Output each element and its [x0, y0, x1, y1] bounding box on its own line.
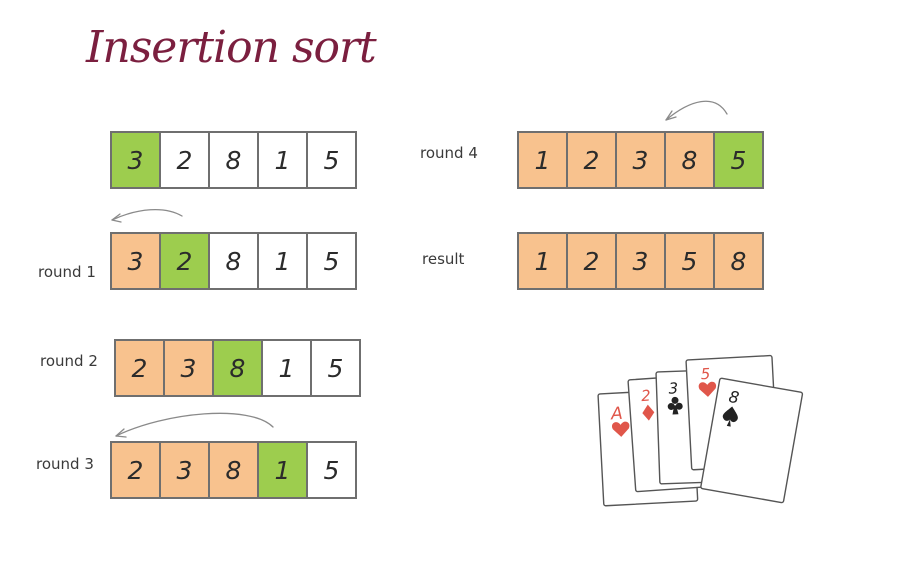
spade-icon	[722, 406, 738, 427]
array-cell: 2	[568, 133, 617, 187]
array-cell: 5	[308, 443, 357, 497]
diamond-icon	[642, 404, 655, 421]
array-cell: 3	[112, 234, 161, 288]
card-rank: A	[610, 404, 624, 425]
array-cell: 1	[259, 133, 308, 187]
array-cell: 1	[519, 234, 568, 288]
card-rank: 2	[641, 386, 652, 405]
page-title: Insertion sort	[86, 22, 377, 73]
array-cell: 8	[214, 341, 263, 395]
array-cell: 2	[161, 234, 210, 288]
array-cell: 2	[161, 133, 210, 187]
arrow-head	[111, 213, 122, 223]
array-cell: 5	[715, 133, 764, 187]
array-cell: 2	[112, 443, 161, 497]
card-rank: 8	[727, 387, 740, 407]
array-cell: 3	[617, 234, 666, 288]
array-cell: 8	[210, 234, 259, 288]
array-cell: 3	[161, 443, 210, 497]
arrow-round-4	[665, 100, 728, 121]
round-label: round 3	[36, 455, 94, 473]
array-cell: 1	[259, 234, 308, 288]
round-label: round 4	[420, 144, 478, 162]
array-cell: 1	[263, 341, 312, 395]
array-cell: 5	[308, 234, 357, 288]
arrow-round-3	[115, 412, 274, 437]
array-cell: 5	[308, 133, 357, 187]
array-row-round-2: 2 3 8 1 5	[114, 339, 361, 397]
array-cell: 5	[666, 234, 715, 288]
array-cell: 3	[617, 133, 666, 187]
arrow-head	[665, 110, 677, 121]
array-cell: 2	[116, 341, 165, 395]
array-cell: 8	[210, 443, 259, 497]
round-label: round 1	[38, 263, 96, 281]
array-cell: 1	[259, 443, 308, 497]
heart-icon	[612, 421, 630, 437]
arrow-round-1	[111, 208, 183, 221]
array-cell: 3	[165, 341, 214, 395]
heart-icon	[698, 381, 717, 397]
array-row-round-1: 3 2 8 1 5	[110, 232, 357, 290]
array-cell: 8	[715, 234, 764, 288]
card-rank: 5	[700, 365, 710, 383]
card-rank: 3	[668, 379, 678, 397]
array-cell: 5	[312, 341, 361, 395]
card-eight: 8	[700, 377, 804, 504]
array-cell: 8	[210, 133, 259, 187]
result-label: result	[422, 250, 465, 268]
array-cell: 3	[112, 133, 161, 187]
array-cell: 1	[519, 133, 568, 187]
club-icon	[667, 396, 683, 415]
array-cell: 2	[568, 234, 617, 288]
array-cell: 8	[666, 133, 715, 187]
array-row-initial: 3 2 8 1 5	[110, 131, 357, 189]
array-row-result: 1 2 3 5 8	[517, 232, 764, 290]
arrow-head	[115, 428, 127, 438]
array-row-round-3: 2 3 8 1 5	[110, 441, 357, 499]
round-label: round 2	[40, 352, 98, 370]
array-row-round-4: 1 2 3 8 5	[517, 131, 764, 189]
